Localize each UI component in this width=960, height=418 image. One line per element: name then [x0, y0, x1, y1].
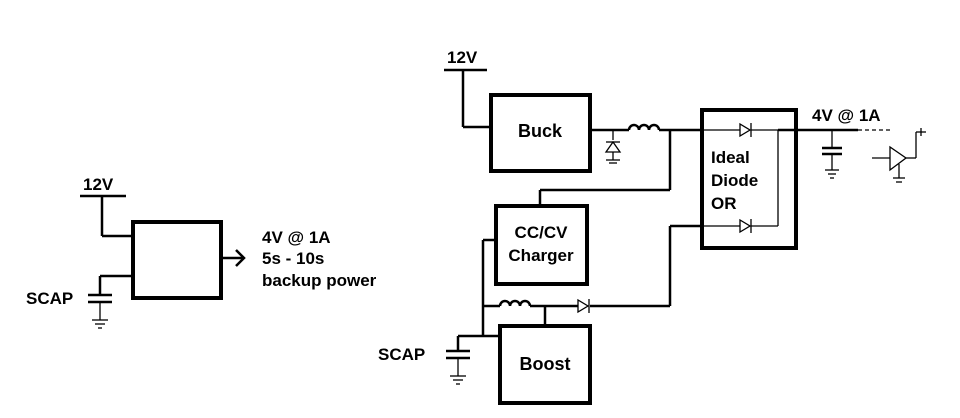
left-12v-label: 12V: [83, 175, 114, 194]
charger-box: [494, 204, 589, 286]
capacitor-icon: [88, 293, 112, 329]
charger-label-line-2: Charger: [508, 246, 574, 265]
boost-inductor-icon: [498, 299, 532, 307]
left-output-line-1: 4V @ 1A: [262, 228, 331, 247]
left-scap-label: SCAP: [26, 289, 73, 308]
freewheel-diode-icon: [604, 130, 622, 164]
boost-diode-icon: [577, 298, 590, 314]
buck-inductor-icon: [627, 123, 661, 131]
right-12v-label: 12V: [447, 48, 478, 67]
boost-label: Boost: [520, 354, 571, 374]
left-converter-box: [131, 220, 223, 300]
left-output-line-3: backup power: [262, 271, 377, 290]
oring-label-line-3: OR: [711, 194, 737, 213]
left-output-line-2: 5s - 10s: [262, 249, 324, 268]
boost-box: [498, 324, 592, 405]
left-diagram: 12V 4V @ 1A 5s - 10s backup power SCAP: [26, 175, 377, 329]
arrow-right-icon: [235, 249, 246, 267]
right-diagram: 12V Buck CC/CV Charger: [378, 48, 926, 405]
oring-label-line-2: Diode: [711, 171, 758, 190]
oring-label-line-1: Ideal: [711, 148, 750, 167]
right-scap-label: SCAP: [378, 345, 425, 364]
buck-box: [489, 93, 592, 173]
buck-label: Buck: [518, 121, 563, 141]
capacitor-icon: [446, 349, 470, 385]
amplifier-icon: [872, 128, 926, 183]
charger-label-line-1: CC/CV: [515, 223, 569, 242]
output-capacitor-icon: [822, 130, 842, 179]
right-output-label: 4V @ 1A: [812, 106, 881, 125]
